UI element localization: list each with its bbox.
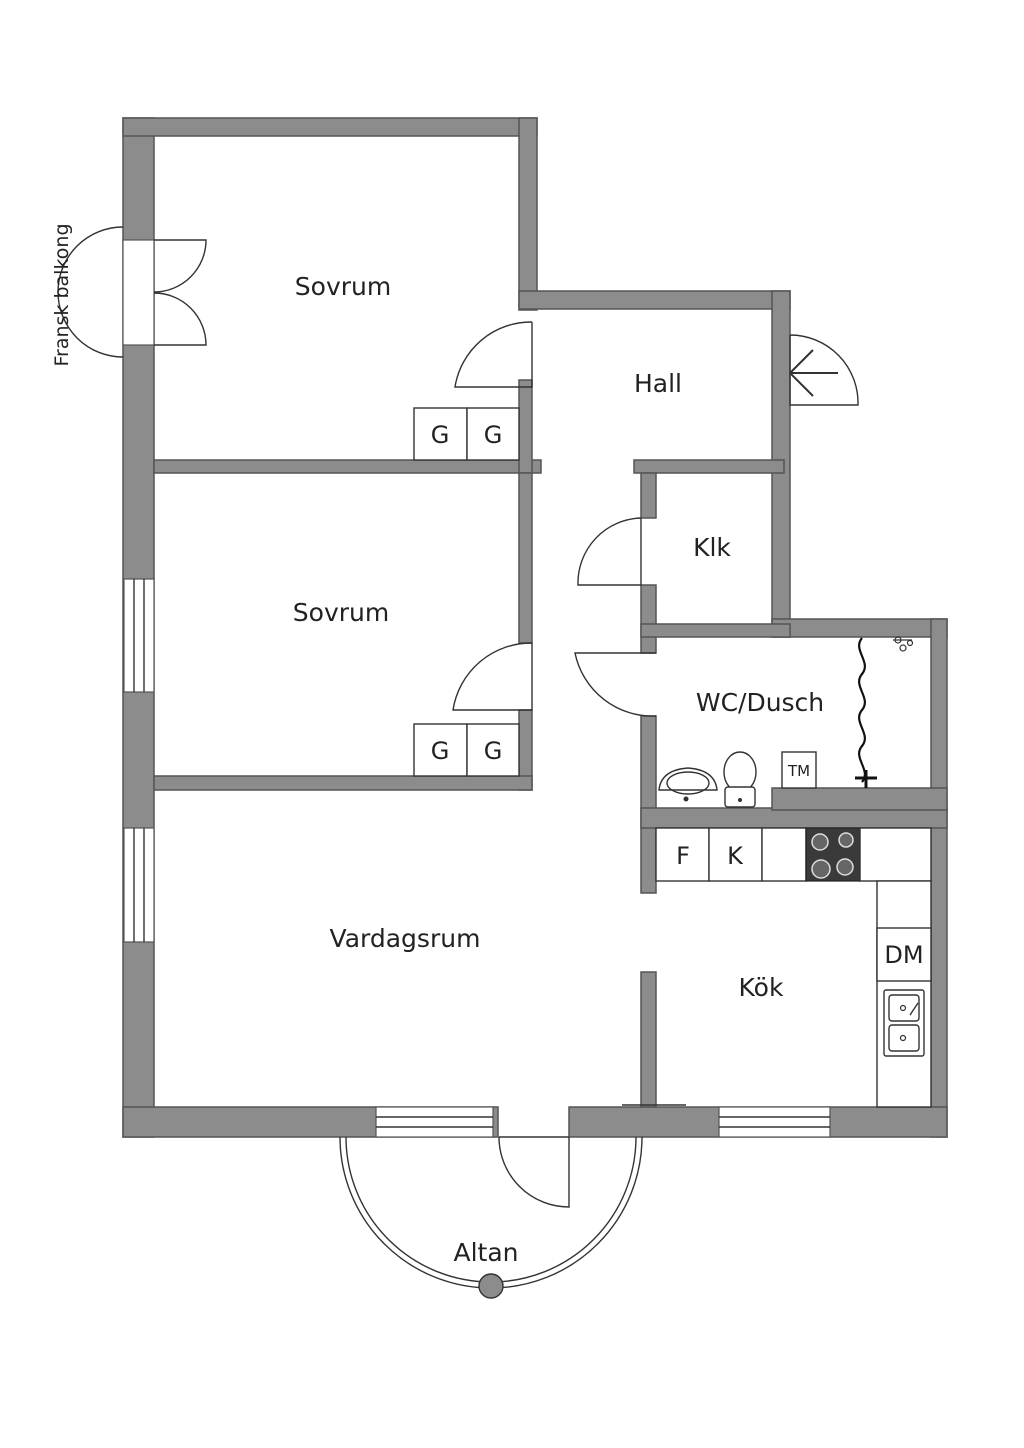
wall-shower-step [771, 787, 948, 811]
doors [57, 226, 859, 1208]
kitchen-fixtures [655, 827, 932, 1108]
door-bathroom [574, 652, 657, 717]
bathroom-fixtures [658, 636, 914, 808]
wardrobe-label-2b: G [484, 737, 503, 765]
door-bedroom2 [452, 642, 533, 711]
wall-closet-west-upper [640, 472, 657, 519]
wall-north-hall [518, 290, 791, 310]
shower-icon [855, 636, 914, 788]
walls [122, 117, 948, 1138]
room-label-closet: Klk [693, 533, 731, 562]
wall-north-bath [771, 618, 948, 638]
wardrobe-label-1a: G [431, 421, 450, 449]
window-living-west [123, 827, 155, 943]
fridge [708, 827, 763, 882]
washing-machine [781, 751, 817, 789]
window-living-south [375, 1106, 494, 1138]
balcony-post-icon [478, 1273, 504, 1299]
wall-east [930, 618, 948, 1138]
room-label-balcony: Altan [453, 1238, 518, 1267]
door-balcony [498, 1136, 570, 1208]
french-balcony-door-upper [153, 239, 207, 293]
door-entrance [789, 334, 859, 406]
room-label-kitchen: Kök [739, 973, 784, 1002]
fridge-label: K [727, 842, 744, 870]
french-balcony-opening [122, 239, 155, 346]
sink-icon [658, 767, 718, 802]
wardrobe-2a [413, 723, 468, 777]
wall-north [122, 117, 538, 137]
balcony [339, 1136, 643, 1299]
wall-bedroom2-south [153, 775, 533, 791]
arrow-entry-icon [789, 349, 838, 397]
freezer [655, 827, 710, 882]
door-bedroom1 [454, 321, 533, 388]
freezer-label: F [676, 842, 690, 870]
room-label-bedroom-2: Sovrum [293, 598, 389, 627]
wall-bath-west [640, 715, 657, 894]
windows [123, 578, 831, 1138]
room-label-bedroom-1: Sovrum [295, 272, 391, 301]
stove-icon [805, 827, 861, 882]
wardrobe-label-2a: G [431, 737, 450, 765]
door-closet [577, 517, 642, 586]
kitchen-sink-icon [883, 989, 925, 1057]
wardrobe-1a [413, 407, 468, 461]
room-label-hall: Hall [634, 369, 682, 398]
wardrobes [413, 407, 520, 777]
wall-kitchen-stub [640, 971, 657, 1108]
toilet-icon [723, 751, 757, 808]
window-kitchen-south [718, 1106, 831, 1138]
wardrobe-label-1b: G [484, 421, 503, 449]
french-balcony-door-lower [153, 292, 207, 346]
wardrobe-1b [466, 407, 520, 461]
counter-top [761, 827, 807, 882]
room-label-living-room: Vardagsrum [330, 924, 481, 953]
french-balcony-label: Fransk balkong [51, 223, 73, 366]
washing-machine-label: TM [787, 762, 810, 780]
wall-closet-bath [640, 623, 791, 638]
counter-corner [859, 827, 932, 882]
french-balcony-railing [57, 226, 124, 358]
labels: Sovrum Sovrum Hall Klk WC/Dusch Vardagsr… [51, 223, 924, 1267]
wall-bedroom1-east [518, 379, 533, 474]
window-bedroom2 [123, 578, 155, 693]
wall-north-step-vertical [518, 117, 538, 311]
wall-closet-west-lower [640, 584, 657, 654]
wall-bath-south [640, 807, 948, 829]
wardrobe-2b [466, 723, 520, 777]
wall-closet-north [633, 459, 785, 474]
dishwasher-label: DM [884, 941, 923, 969]
room-label-bathroom: WC/Dusch [696, 688, 824, 717]
wall-bedroom2-east-upper [518, 472, 533, 644]
wall-bedroom-divider [153, 459, 542, 474]
dishwasher [876, 927, 932, 982]
